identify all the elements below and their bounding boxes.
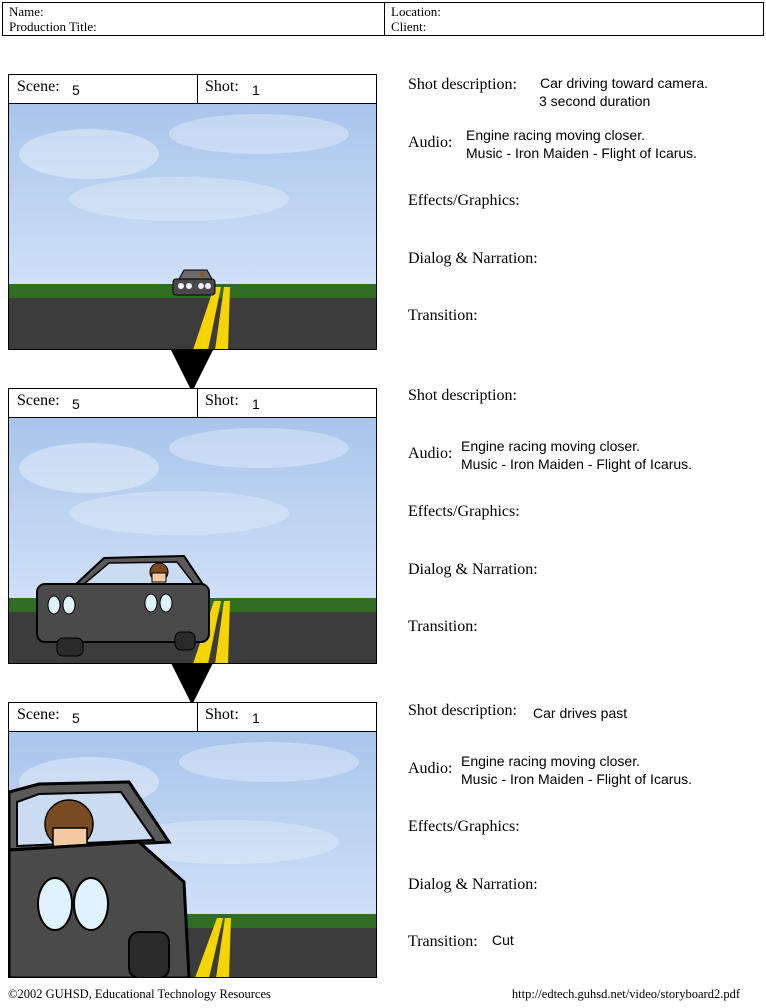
- effects-graphics-row: Effects/Graphics:: [408, 501, 763, 541]
- shot-number: 1: [252, 82, 260, 98]
- footer-url: http://edtech.guhsd.net/video/storyboard…: [511, 987, 740, 1001]
- transition-label: Transition:: [408, 618, 478, 635]
- audio-row: Audio: Engine racing moving closer. Musi…: [408, 127, 763, 172]
- transition-row: Transition:: [408, 616, 763, 656]
- dialog-narration-row: Dialog & Narration:: [408, 559, 763, 599]
- frame-label-bar: Scene: 5 Shot: 1: [8, 74, 377, 104]
- header-left-column: Name: Production Title:: [3, 3, 385, 35]
- scene-illustration-car-passing: [8, 732, 377, 978]
- scene-number: 5: [72, 82, 80, 98]
- scene-number: 5: [72, 396, 80, 412]
- shot-description-line-1: Car drives past: [533, 705, 628, 721]
- shot-label: Shot:: [205, 78, 239, 95]
- effects-graphics-label: Effects/Graphics:: [408, 503, 520, 520]
- frame-label-bar: Scene: 5 Shot: 1: [8, 702, 377, 732]
- audio-line-2: Music - Iron Maiden - Flight of Icarus.: [461, 456, 693, 472]
- shot-description-label: Shot description:: [408, 387, 517, 404]
- audio-label: Audio:: [408, 445, 453, 462]
- shot-description-row: Shot description:: [408, 385, 763, 425]
- shot-description-label: Shot description:: [408, 702, 517, 719]
- scene-illustration-car-near: [8, 418, 377, 664]
- audio-label: Audio:: [408, 760, 453, 777]
- transition-label: Transition:: [408, 933, 478, 950]
- shot-cell: Shot: 1: [197, 75, 376, 103]
- scene-label: Scene:: [17, 392, 60, 409]
- audio-line-2: Music - Iron Maiden - Flight of Icarus.: [466, 145, 698, 161]
- audio-row: Audio: Engine racing moving closer. Musi…: [408, 438, 763, 483]
- dialog-narration-row: Dialog & Narration:: [408, 874, 763, 914]
- audio-line-1: Engine racing moving closer.: [466, 127, 645, 143]
- audio-line-1: Engine racing moving closer.: [461, 438, 640, 454]
- effects-graphics-row: Effects/Graphics:: [408, 190, 763, 230]
- transition-value: Cut: [492, 932, 514, 948]
- scene-cell: Scene: 5: [9, 703, 198, 731]
- client-label: Client:: [391, 19, 427, 34]
- effects-graphics-label: Effects/Graphics:: [408, 192, 520, 209]
- down-arrow-icon: [171, 350, 213, 392]
- shot-description-line-1: Car driving toward camera.: [540, 75, 709, 91]
- transition-row: Transition:: [408, 305, 763, 345]
- scene-cell: Scene: 5: [9, 389, 198, 417]
- audio-line-1: Engine racing moving closer.: [461, 753, 640, 769]
- scene-number: 5: [72, 710, 80, 726]
- shot-number: 1: [252, 710, 260, 726]
- effects-graphics-row: Effects/Graphics:: [408, 816, 763, 856]
- production-title-label: Production Title:: [9, 19, 97, 34]
- down-arrow-icon: [171, 663, 213, 705]
- transition-label: Transition:: [408, 307, 478, 324]
- name-label: Name:: [9, 4, 44, 19]
- shot-description-row: Shot description: Car driving toward cam…: [408, 74, 763, 114]
- shot-number: 1: [252, 396, 260, 412]
- audio-line-2: Music - Iron Maiden - Flight of Icarus.: [461, 771, 693, 787]
- dialog-narration-row: Dialog & Narration:: [408, 248, 763, 288]
- effects-graphics-label: Effects/Graphics:: [408, 818, 520, 835]
- shot-description-row: Shot description: Car drives past: [408, 700, 763, 740]
- footer-copyright: ©2002 GUHSD, Educational Technology Reso…: [8, 987, 271, 1001]
- header-right-column: Location: Client:: [385, 3, 763, 35]
- dialog-narration-label: Dialog & Narration:: [408, 561, 538, 578]
- audio-label: Audio:: [408, 134, 453, 151]
- shot-label: Shot:: [205, 392, 239, 409]
- dialog-narration-label: Dialog & Narration:: [408, 876, 538, 893]
- audio-row: Audio: Engine racing moving closer. Musi…: [408, 753, 763, 798]
- frame-label-bar: Scene: 5 Shot: 1: [8, 388, 377, 418]
- shot-description-label: Shot description:: [408, 76, 517, 93]
- shot-label: Shot:: [205, 706, 239, 723]
- storyboard-header: Name: Production Title: Location: Client…: [2, 2, 764, 36]
- scene-label: Scene:: [17, 706, 60, 723]
- dialog-narration-label: Dialog & Narration:: [408, 250, 538, 267]
- transition-row: Transition: Cut: [408, 931, 763, 971]
- shot-cell: Shot: 1: [197, 703, 376, 731]
- location-label: Location:: [391, 4, 441, 19]
- scene-cell: Scene: 5: [9, 75, 198, 103]
- shot-description-line-2: 3 second duration: [539, 93, 651, 109]
- scene-illustration-car-far: [8, 104, 377, 350]
- shot-cell: Shot: 1: [197, 389, 376, 417]
- scene-label: Scene:: [17, 78, 60, 95]
